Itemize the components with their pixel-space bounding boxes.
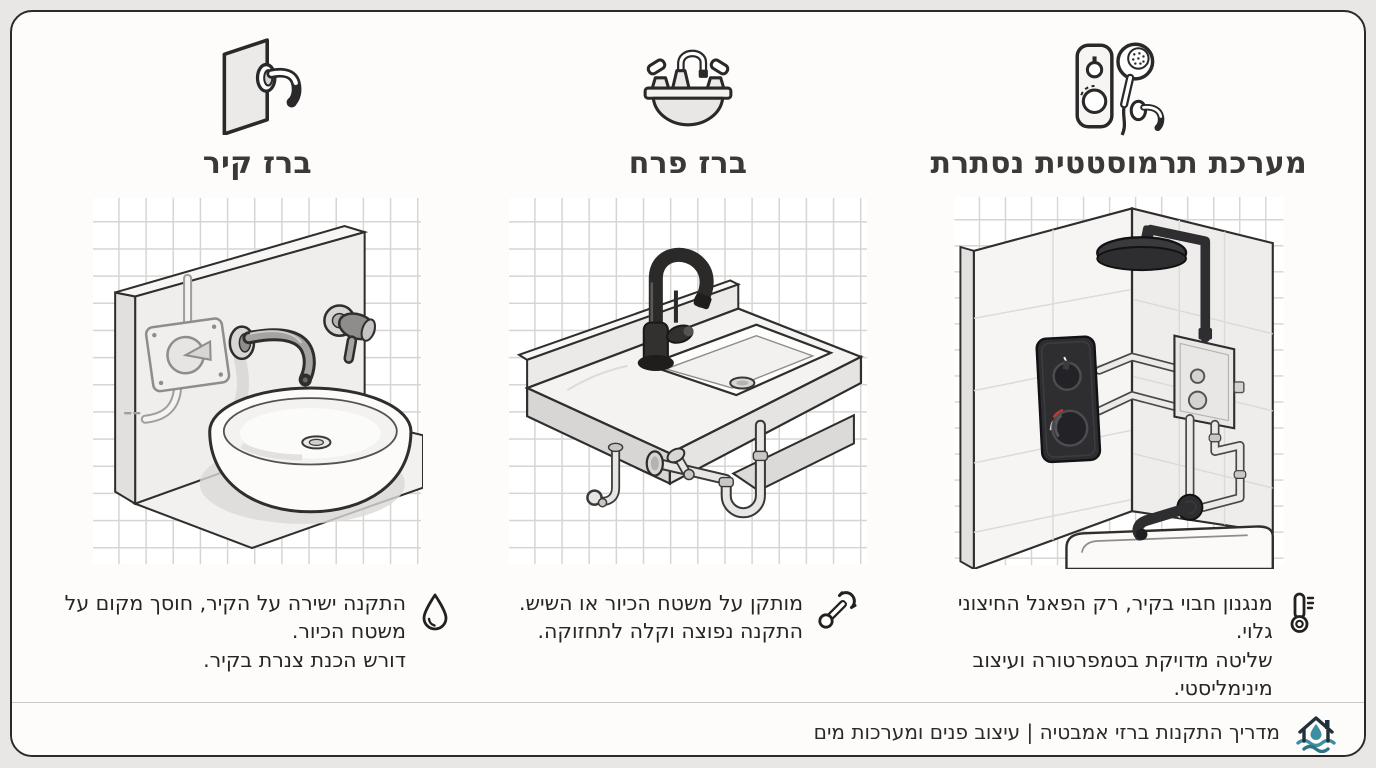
- panel-note-text: מותקן על משטח הכיור או השיש. התקנה נפוצה…: [518, 591, 804, 644]
- thermostatic-shower-icon: [1071, 30, 1167, 142]
- panel-title: ברז פרח: [628, 146, 748, 181]
- panel-concealed-thermostatic: מערכת תרמוסטטית נסתרת: [903, 30, 1334, 702]
- panel-note: מנגנון חבוי בקיר, רק הפאנל החיצוני גלוי.…: [923, 589, 1315, 702]
- panel-deck-faucet: ברז פרח: [473, 30, 904, 702]
- wrench-icon: [817, 591, 857, 631]
- panel-note-text: התקנה ישירה על הקיר, חוסך מקום על משטח ה…: [64, 591, 406, 672]
- thermometer-icon: [1287, 591, 1315, 633]
- house-water-logo: [1292, 711, 1340, 753]
- footer-text: מדריך התקנות ברזי אמבטיה | עיצוב פנים ומ…: [813, 719, 1280, 744]
- infographic-card: מערכת תרמוסטטית נסתרת: [10, 10, 1366, 757]
- deck-faucet-icon: [639, 30, 737, 142]
- footer: מדריך התקנות ברזי אמבטיה | עיצוב פנים ומ…: [12, 702, 1364, 755]
- wall-faucet-icon: [212, 30, 302, 142]
- panel-wall-faucet: ברז קיר: [42, 30, 473, 702]
- water-drop-icon: [420, 591, 450, 631]
- panel-title: מערכת תרמוסטטית נסתרת: [930, 146, 1307, 181]
- panels-row: מערכת תרמוסטטית נסתרת: [12, 12, 1364, 702]
- panel-note-text: מנגנון חבוי בקיר, רק הפאנל החיצוני גלוי.…: [957, 591, 1273, 700]
- panel-note: התקנה ישירה על הקיר, חוסך מקום על משטח ה…: [65, 589, 450, 674]
- concealed-thermostatic-shower-illustration: [952, 193, 1286, 571]
- panel-title: ברז קיר: [202, 146, 312, 181]
- wall-mounted-faucet-illustration: [91, 193, 425, 569]
- deck-mounted-faucet-illustration: [507, 193, 869, 569]
- panel-note: מותקן על משטח הכיור או השיש. התקנה נפוצה…: [519, 589, 857, 646]
